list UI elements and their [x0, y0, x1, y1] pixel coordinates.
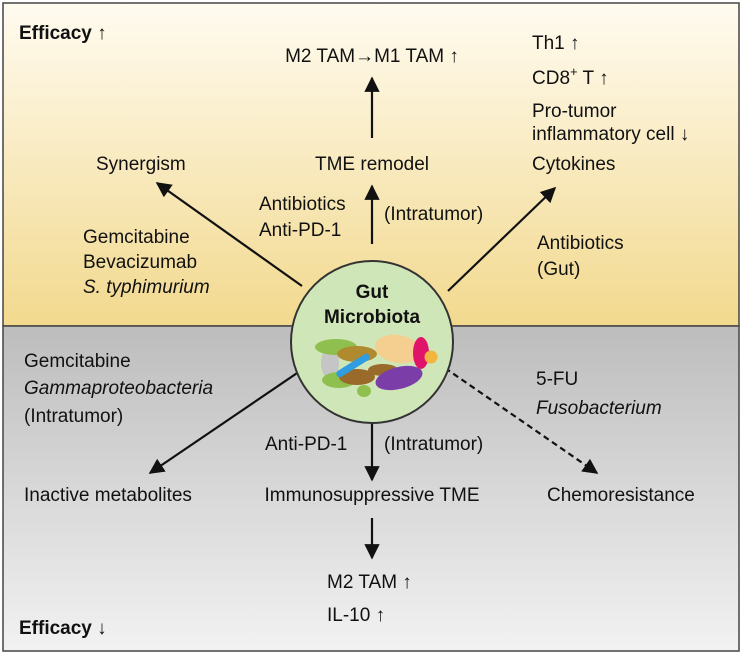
pro-tumor-label: Pro-tumor — [532, 101, 617, 122]
bottom-right-drug-5fu: 5-FU — [536, 369, 578, 390]
inflammatory-cell-label: inflammatory cell ↓ — [532, 124, 689, 145]
top-left-drug-bevacizumab: Bevacizumab — [83, 252, 197, 273]
th1-label: Th1 ↑ — [532, 33, 580, 54]
cd8-tail: T ↑ — [578, 68, 609, 89]
m2-tam-label: M2 TAM ↑ — [327, 572, 412, 593]
bottom-left-drug-gemcitabine: Gemcitabine — [24, 351, 131, 372]
top-center-site-intratumor: (Intratumor) — [384, 204, 483, 225]
m2-m1-tam-label: M2 TAM→M1 TAM ↑ — [285, 46, 459, 67]
top-center-drug-anti-pd1: Anti-PD-1 — [259, 220, 341, 241]
microbe-orange-cocci — [424, 350, 438, 364]
cd8-superscript: + — [570, 64, 578, 79]
chemoresistance-label: Chemoresistance — [547, 485, 695, 506]
top-left-drug-gemcitabine: Gemcitabine — [83, 227, 190, 248]
top-right-site-gut: (Gut) — [537, 259, 580, 280]
top-left-organism: S. typhimurium — [83, 277, 210, 298]
microbe-blue-rod — [336, 353, 370, 378]
bottom-left-organism: Gammaproteobacteria — [24, 378, 213, 399]
efficacy-down-label: Efficacy ↓ — [19, 618, 107, 639]
microbe-grey-shape — [321, 347, 339, 379]
cytokines-label: Cytokines — [532, 154, 615, 175]
top-right-drug-antibiotics: Antibiotics — [537, 233, 624, 254]
microbe-brown-rod-lower — [339, 369, 375, 385]
dashed-arrow-to-chemoresistance — [444, 367, 599, 474]
center-title-line1: Gut — [356, 282, 389, 303]
top-center-drug-antibiotics: Antibiotics — [259, 194, 346, 215]
cd8-main: CD8 — [532, 68, 570, 89]
bottom-right-organism: Fusobacterium — [536, 398, 662, 419]
center-title-line2: Microbiota — [324, 307, 420, 328]
immunosuppressive-tme-label: Immunosuppressive TME — [264, 485, 479, 506]
efficacy-up-label: Efficacy ↑ — [19, 23, 107, 44]
cd8-t-label: CD8+ T ↑ — [532, 64, 609, 89]
il10-label: IL-10 ↑ — [327, 605, 385, 626]
microbe-magenta-cell — [413, 337, 429, 369]
bottom-center-site-intratumor: (Intratumor) — [384, 434, 483, 455]
synergism-label: Synergism — [96, 154, 186, 175]
microbe-purple-cell — [375, 365, 423, 391]
arrow-to-synergism — [155, 182, 303, 287]
bottom-left-site-intratumor: (Intratumor) — [24, 406, 123, 427]
microbe-green-cocci — [357, 385, 371, 397]
tme-remodel-label: TME remodel — [315, 154, 429, 175]
arrow-to-cytokines — [447, 186, 557, 292]
microbe-cluster-icon — [315, 334, 438, 397]
arrow-to-inactive-metabolites — [148, 366, 307, 474]
bottom-center-drug-anti-pd1: Anti-PD-1 — [265, 434, 347, 455]
microbe-peach-cell — [375, 334, 421, 364]
inactive-metabolites-label: Inactive metabolites — [24, 485, 192, 506]
